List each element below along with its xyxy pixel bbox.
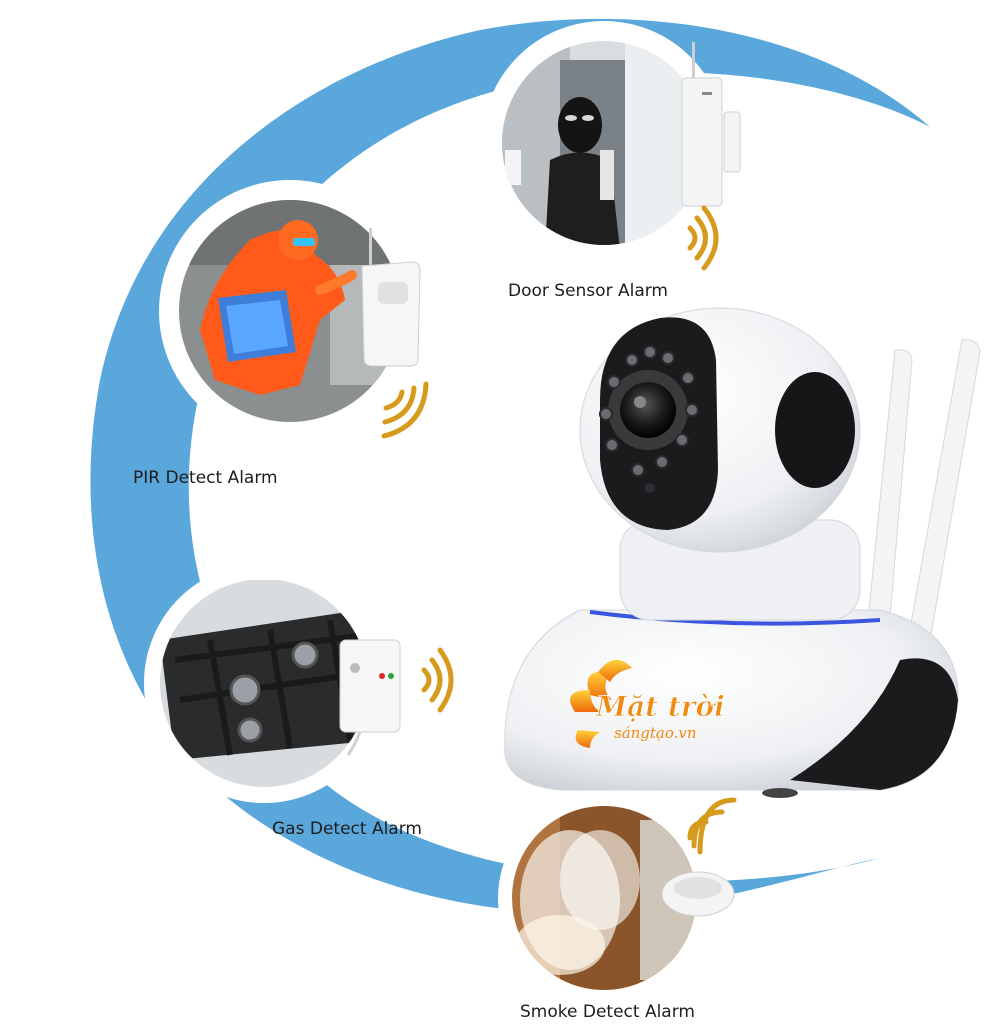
gas-detector-led-red	[379, 673, 385, 679]
signal-wave-icon	[381, 381, 429, 439]
brand-name: Mặt trời	[595, 690, 725, 723]
pir-sensor-device	[361, 261, 421, 367]
door-sensor-antenna	[692, 42, 695, 92]
door-sensor-transmitter	[681, 77, 723, 207]
signal-wave-icon	[687, 797, 737, 855]
gas-detect-alarm-label: Gas Detect Alarm	[272, 819, 422, 839]
gas-detector-led-green	[388, 673, 394, 679]
brand-sun-logo	[570, 659, 632, 748]
camera-antenna-right	[907, 339, 981, 641]
pir-sensor-photo	[159, 180, 421, 442]
camera-side-disc	[775, 372, 855, 488]
ip-camera	[504, 307, 981, 798]
camera-antenna-left	[865, 349, 913, 641]
smoke-sensor-photo	[498, 792, 735, 1004]
signal-wave-icon	[421, 647, 454, 713]
brand-domain: sángtạo.vn	[614, 724, 697, 742]
door-sensor-photo	[482, 21, 741, 265]
camera-base-dark-panel	[790, 658, 958, 790]
smoke-detect-alarm-label: Smoke Detect Alarm	[520, 1002, 695, 1022]
camera-blue-ring	[589, 610, 881, 626]
door-sensor-alarm-label: Door Sensor Alarm	[508, 281, 668, 301]
door-sensor-magnet	[723, 111, 741, 173]
pir-detect-alarm-label: PIR Detect Alarm	[133, 468, 278, 488]
gas-detector-device	[339, 639, 401, 733]
gas-sensor-photo	[144, 563, 401, 803]
camera-ir-leds	[599, 345, 699, 477]
signal-wave-icon	[687, 205, 719, 271]
pir-sensor-antenna	[369, 228, 372, 268]
